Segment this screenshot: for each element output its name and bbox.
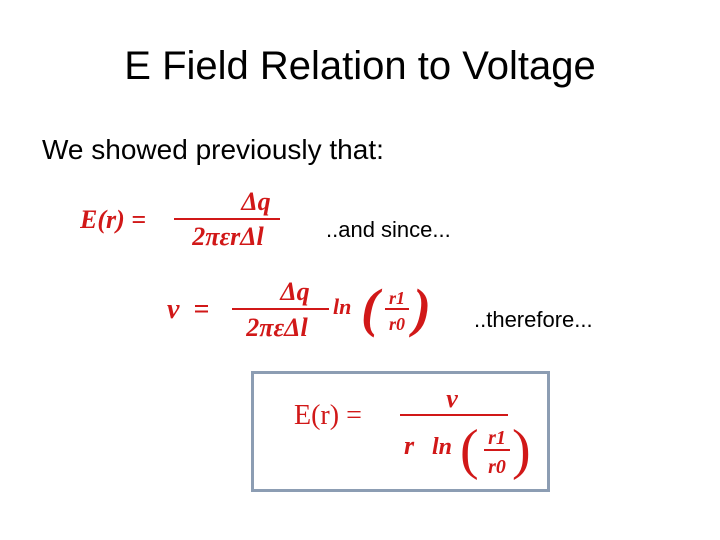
eq1-lhs: E(r) = xyxy=(80,205,146,234)
equation-voltage: v = Δq 2πεΔl ln ( r1 r0 ) xyxy=(157,268,437,348)
eq2-right-paren: ) xyxy=(408,278,431,338)
eq3-left-paren: ( xyxy=(460,419,479,481)
eq2-denominator: 2πεΔl xyxy=(245,313,308,342)
equation-voltage-svg: v = Δq 2πεΔl ln ( r1 r0 ) xyxy=(167,277,431,342)
therefore-note: ..therefore... xyxy=(474,307,593,332)
eq1-numerator: Δq xyxy=(240,187,270,216)
eq3-ln: ln xyxy=(432,434,452,460)
eq2-lhs: v = xyxy=(167,294,209,325)
result-box: E(r) = v r ln ( r1 r0 ) xyxy=(251,371,550,492)
eq2-ratio-numerator: r1 xyxy=(389,288,405,308)
eq3-denominator-r: r xyxy=(404,431,415,460)
eq3-ratio-numerator: r1 xyxy=(488,427,506,449)
eq3-lhs: E(r) = xyxy=(294,400,362,431)
intro-bullet: We showed previously that: xyxy=(42,134,384,165)
equation-result-svg: E(r) = v r ln ( r1 r0 ) xyxy=(294,384,531,481)
equation-e-field-svg: E(r) = Δq 2πεrΔl xyxy=(79,187,280,251)
and-since-note: ..and since... xyxy=(326,217,451,242)
eq2-ratio-denominator: r0 xyxy=(389,314,405,334)
eq3-right-paren: ) xyxy=(512,419,531,481)
slide-title: E Field Relation to Voltage xyxy=(124,44,596,88)
eq2-numerator: Δq xyxy=(279,277,309,306)
eq2-ln: ln xyxy=(333,294,351,319)
equation-e-field: E(r) = Δq 2πεrΔl xyxy=(79,183,300,253)
eq2-left-paren: ( xyxy=(361,278,383,338)
eq3-ratio-denominator: r0 xyxy=(488,456,506,478)
eq3-numerator: v xyxy=(446,384,458,413)
eq1-denominator: 2πεrΔl xyxy=(191,222,264,251)
